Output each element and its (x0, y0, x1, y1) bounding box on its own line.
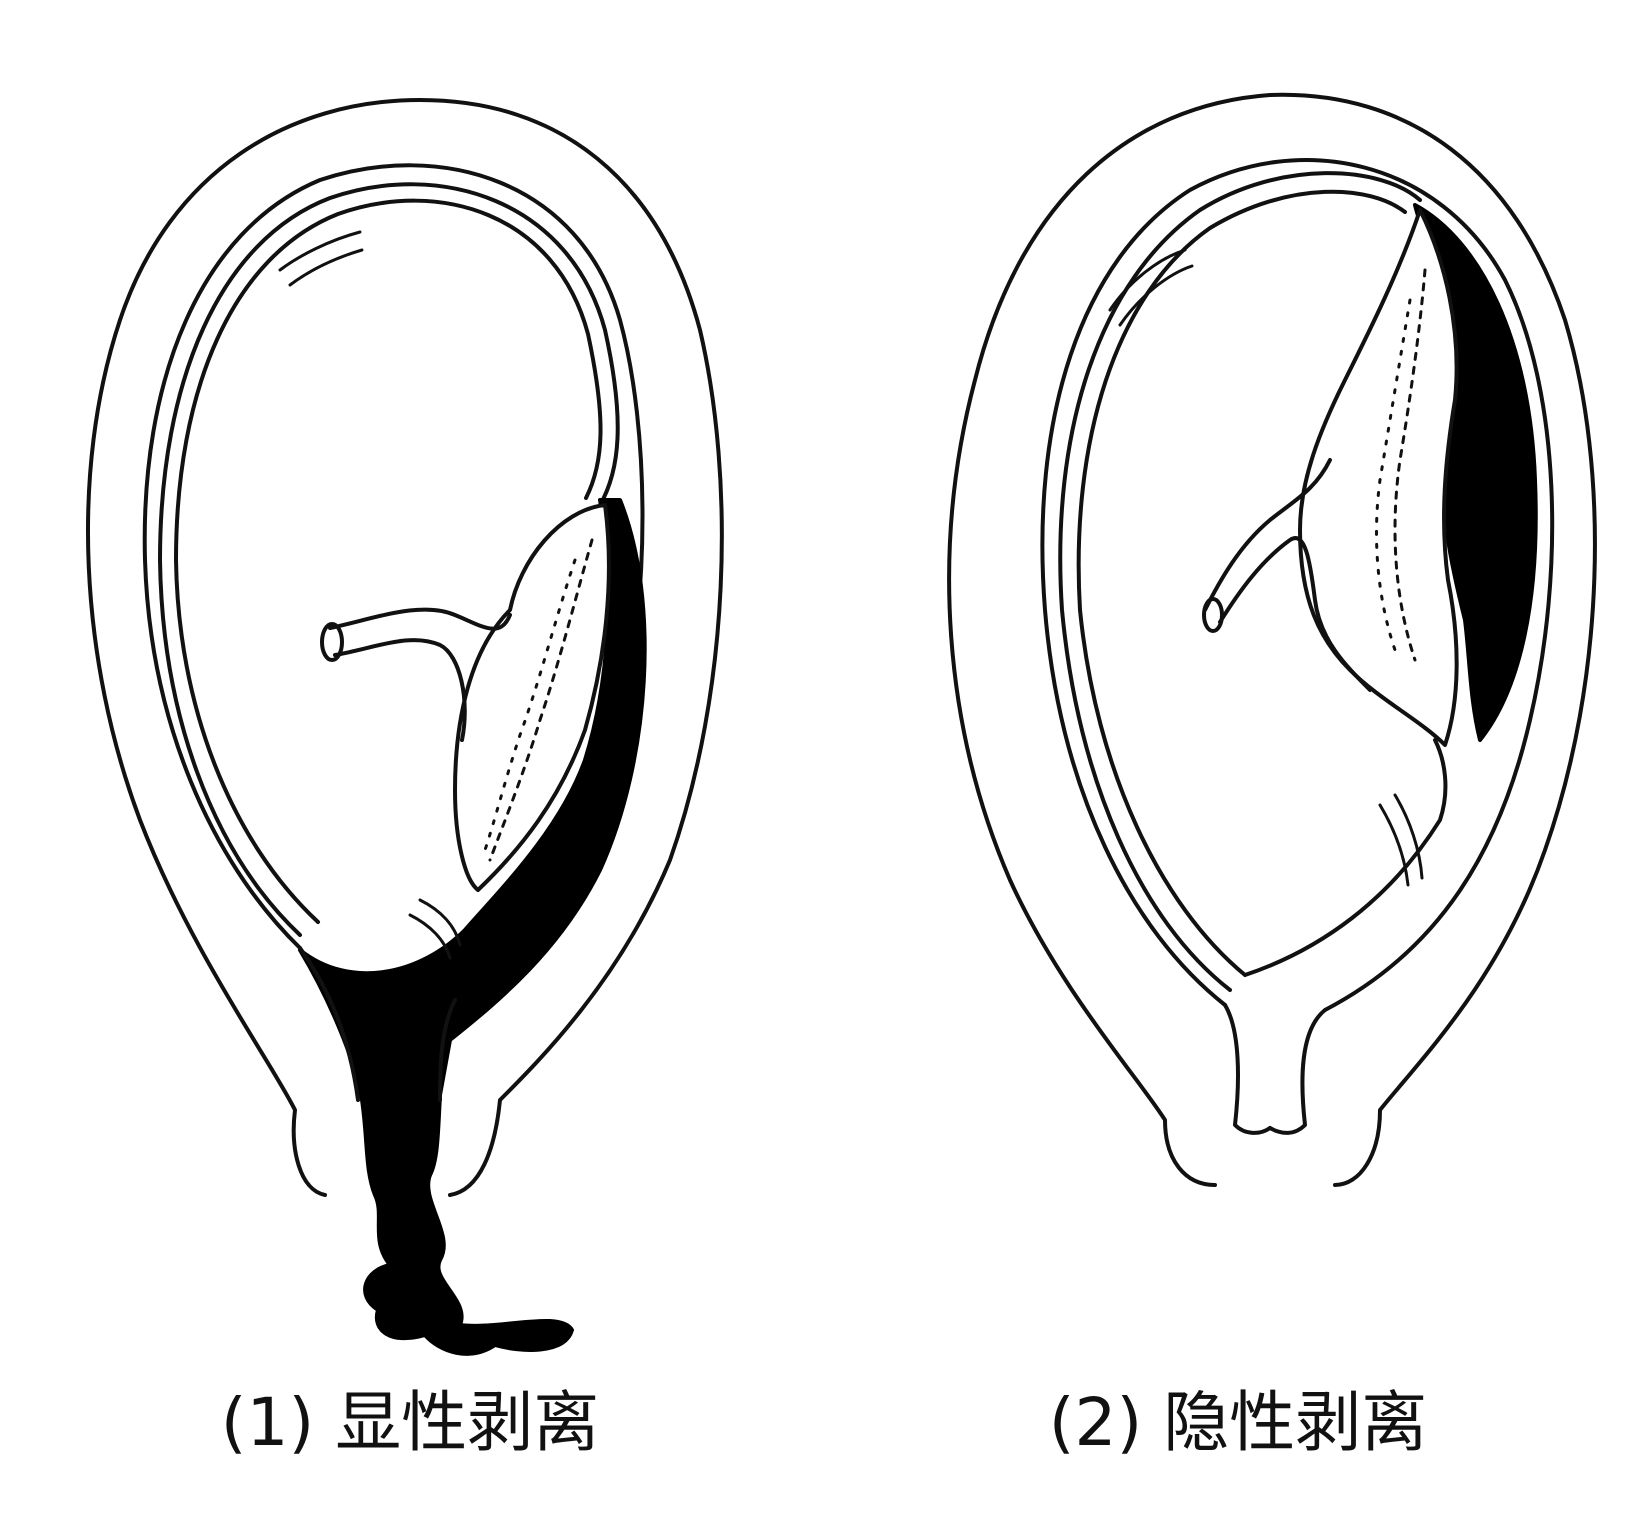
cervix-right-2 (1268, 1008, 1327, 1135)
placenta-detail (488, 538, 594, 862)
uterus-outer-wall (85, 98, 724, 1197)
cervix-left (298, 946, 360, 1102)
placenta-detail-4 (1375, 298, 1412, 652)
shading-marks (278, 230, 462, 960)
umbilical-cord-end (320, 622, 344, 662)
amniotic-sac-lower-2 (1243, 738, 1448, 977)
umbilical-cord-lower (333, 638, 467, 742)
uterus-outer-wall-2 (947, 92, 1597, 1187)
figure-revealed-abruption (85, 98, 724, 1356)
cervix-left-2 (1223, 1003, 1272, 1135)
umbilical-cord-2-lower (1218, 536, 1372, 692)
amniotic-sac-inner-2 (1076, 189, 1407, 977)
shading-marks-2 (1108, 248, 1424, 887)
umbilical-cord (328, 607, 512, 631)
caption-revealed-abruption: (1) 显性剥离 (220, 1384, 600, 1461)
figure-concealed-abruption (947, 92, 1597, 1187)
cervix-right (438, 998, 457, 1102)
placenta-2 (1298, 208, 1459, 747)
caption-concealed-abruption: (2) 隐性剥离 (1048, 1384, 1428, 1461)
amniotic-sac-outer (158, 182, 620, 937)
uterus-inner-wall-2 (1040, 158, 1555, 1012)
placenta-detail-3 (1393, 268, 1427, 662)
amniotic-sac-inner (174, 198, 603, 924)
umbilical-cord-2 (1203, 458, 1332, 612)
umbilical-cord-end-2 (1202, 597, 1224, 633)
placenta-detail-2 (483, 558, 577, 852)
hematoma (298, 498, 647, 1356)
amniotic-sac-outer-2 (1058, 171, 1422, 992)
